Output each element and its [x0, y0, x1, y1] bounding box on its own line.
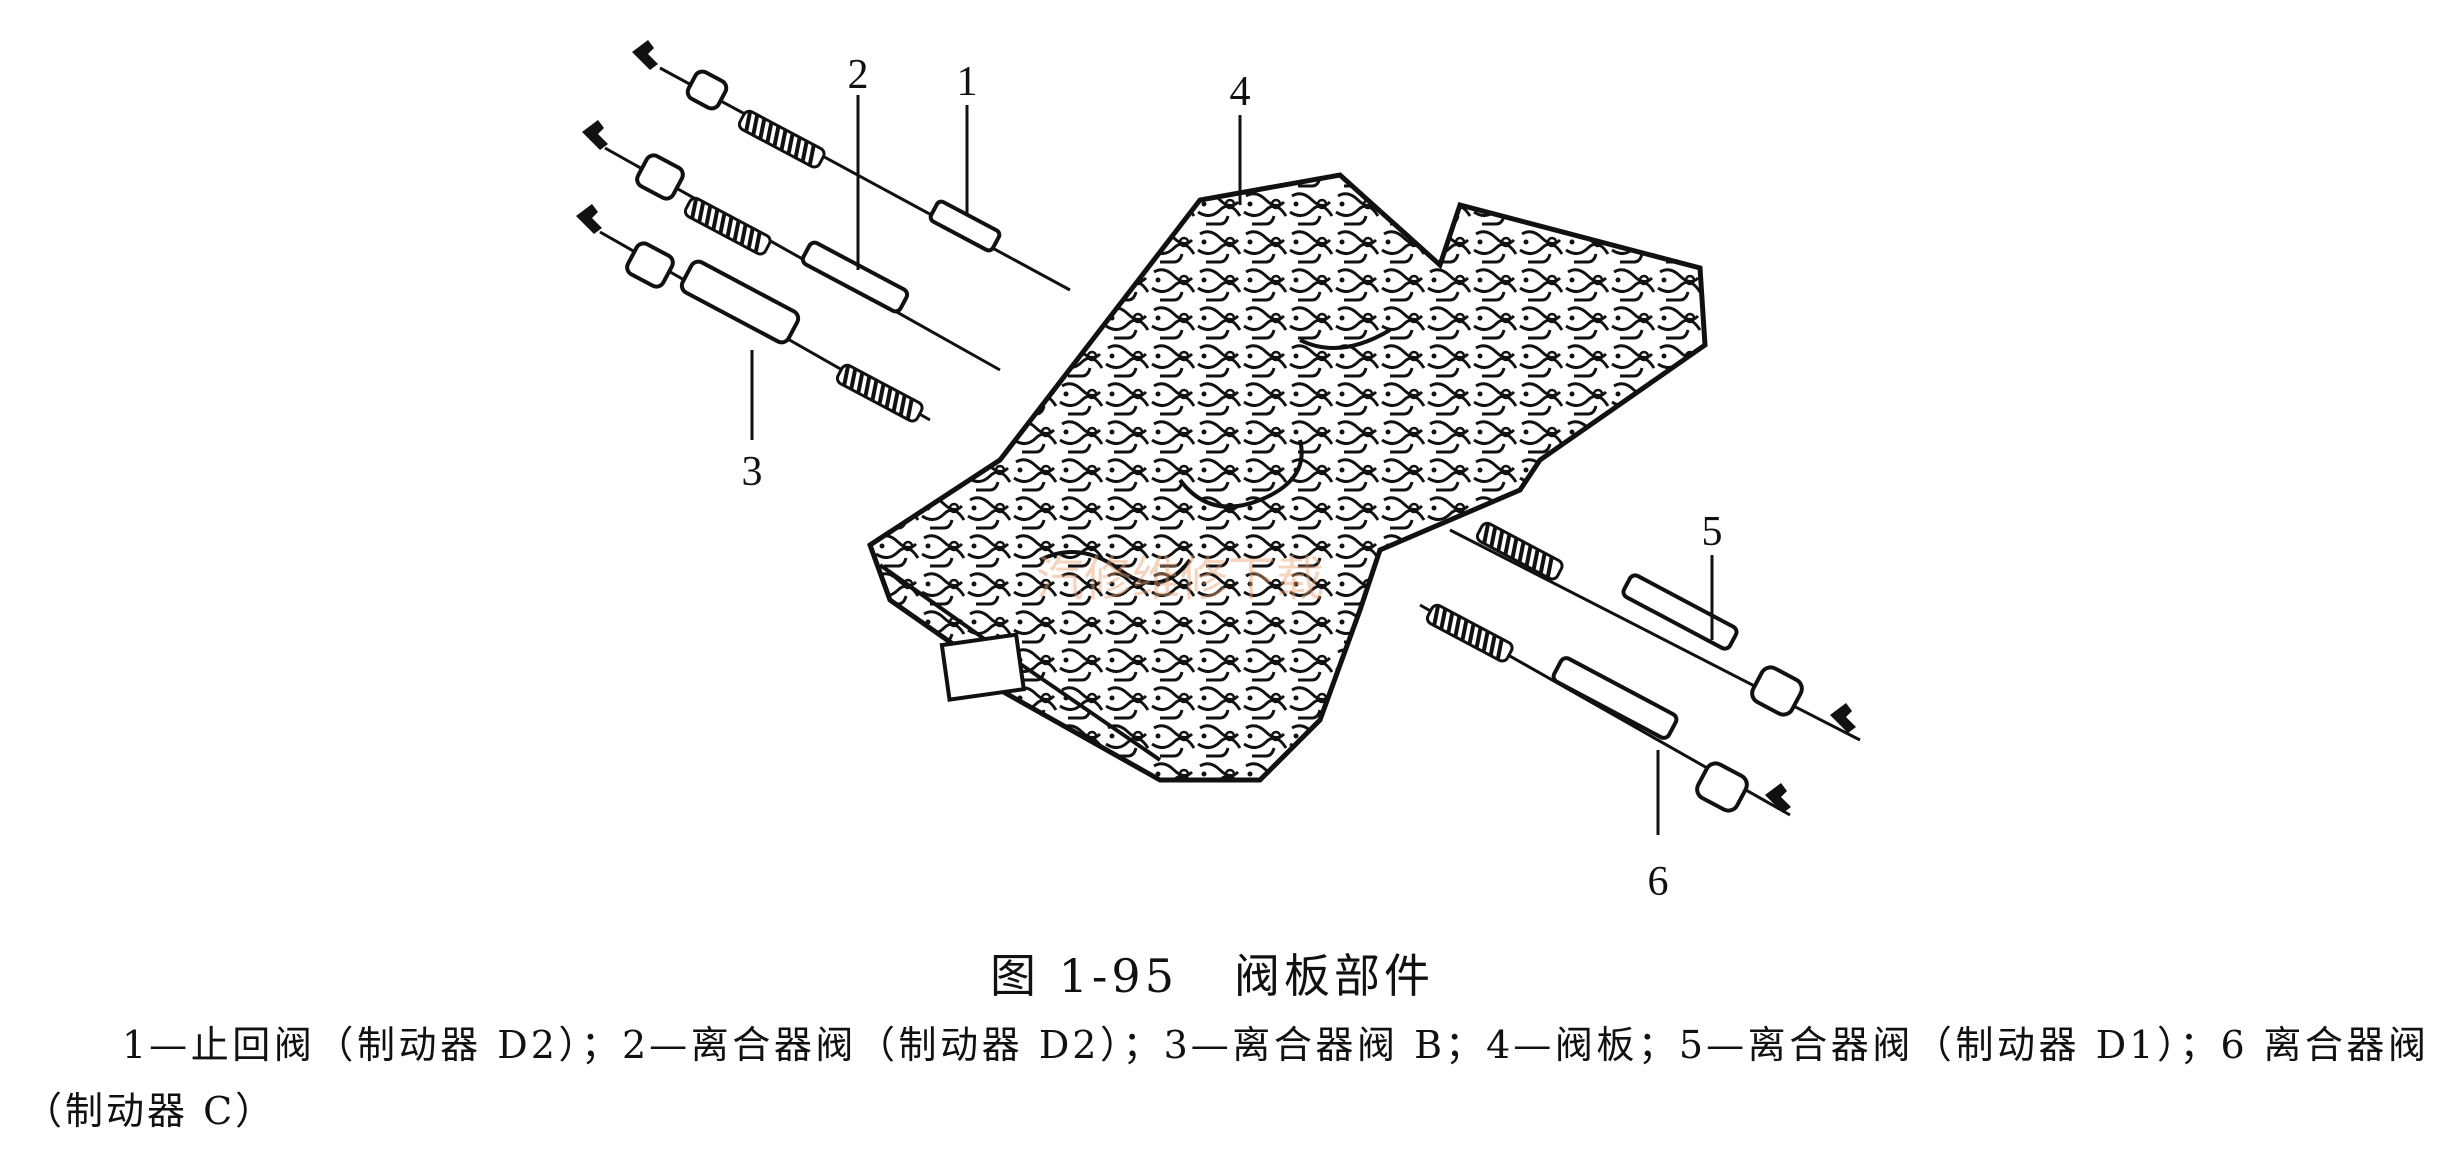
valve-assembly-6 — [1419, 603, 1791, 817]
callout-1: 1 — [957, 59, 978, 105]
figure-number: 图 1-95 — [990, 949, 1178, 1003]
figure-caption: 图 1-95 阀板部件 — [990, 940, 1434, 1006]
valve-assembly-5 — [1449, 521, 1861, 742]
valve-body-plate — [866, 172, 1708, 783]
valve-assembly-3 — [576, 204, 931, 423]
valve-assembly-1 — [632, 40, 1071, 292]
callout-6: 6 — [1648, 859, 1669, 905]
callout-3: 3 — [742, 449, 763, 495]
leader-lines — [750, 95, 1714, 835]
figure-legend: 1—止回阀（制动器 D2）；2—离合器阀（制动器 D2）；3—离合器阀 B；4—… — [24, 1012, 2429, 1144]
legend-line-2: D1）；6 离合器阀（制动器 C） — [24, 1023, 2429, 1133]
valve-body-exploded-diagram: 1 2 3 4 5 6 汽修维修下载 — [576, 40, 1861, 905]
valve-assembly-2 — [582, 120, 1001, 372]
watermark: 汽修维修下载 — [1036, 551, 1324, 607]
callout-4: 4 — [1230, 69, 1251, 115]
legend-line-1: 1—止回阀（制动器 D2）；2—离合器阀（制动器 D2）；3—离合器阀 B；4—… — [122, 1023, 2081, 1067]
figure-title: 阀板部件 — [1233, 949, 1434, 1003]
callout-5: 5 — [1702, 509, 1723, 555]
callout-2: 2 — [848, 52, 869, 98]
